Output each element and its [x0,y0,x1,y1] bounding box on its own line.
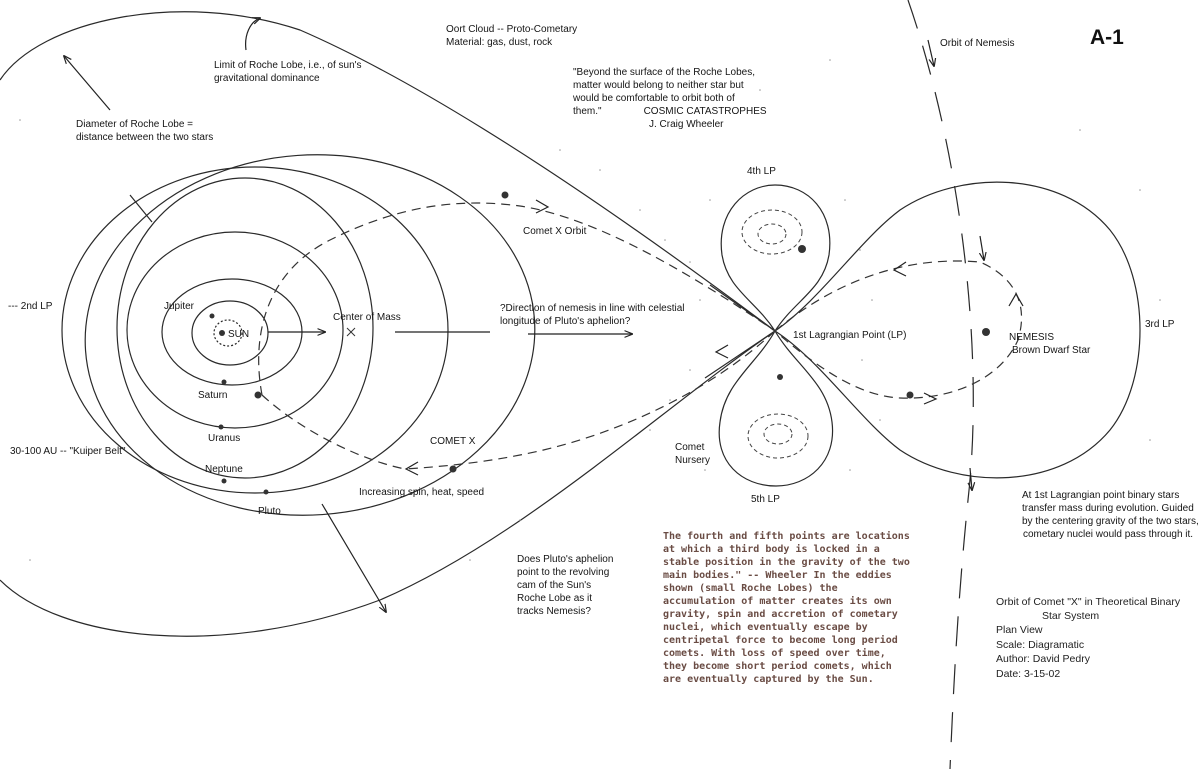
nemesis-orbit-comet-dot [906,391,914,399]
neptune-label: Neptune [205,464,243,475]
arrow-nemesis-bottom [923,392,938,405]
fourth-lp-dot [798,245,806,253]
increasing-spin-label: Increasing spin, heat, speed [359,487,485,498]
arrow-comet-lower [404,461,419,476]
arrow-lp-out [714,344,729,359]
comet-upper-dot [501,191,509,199]
orbit-neptune [116,177,374,479]
roche-diameter-label: Diameter of Roche Lobe = distance betwee… [76,119,214,143]
jupiter-label: Jupiter [164,301,195,312]
uranus-dot [218,424,224,430]
uranus-label: Uranus [208,433,241,444]
arrow-nemesis-orbit-mid [980,235,984,260]
first-lp-label: 1st Lagrangian Point (LP) [793,330,907,341]
sun-dot [219,330,225,336]
eddy-fifth-outer [747,413,809,459]
lagrange-line-lower [704,330,776,379]
fourth-lp-label: 4th LP [747,166,776,177]
comet-x-orbit-inner [261,394,406,470]
arrow-nemesis-right [1008,292,1024,307]
fifth-lp-label: 5th LP [751,494,780,505]
title-line-1: Orbit of Comet "X" in Theoretical Binary [996,596,1181,608]
comet-x-label: COMET X [430,436,476,447]
sun-label: SUN [228,329,250,340]
comet-nursery-label: Comet Nursery [675,442,711,466]
sheet-id: A-1 [1090,26,1124,49]
sun-roche-lobe [0,11,776,637]
eddy-fourth-outer [741,209,803,255]
arrow-diameter [64,56,111,111]
orbit-outer-roche [84,154,536,516]
pluto-dot [263,489,269,495]
mass-transfer-note: At 1st Lagrangian point binary stars tra… [1022,490,1199,540]
arrow-roche-limit [245,18,260,51]
comet-x-dot [449,465,457,473]
nemesis-dot [982,328,990,336]
orbit-of-nemesis-label: Orbit of Nemesis [940,38,1015,49]
saturn-label: Saturn [198,390,228,401]
orbit-jupiter [191,300,269,366]
roche-limit-label: Limit of Roche Lobe, i.e., of sun's grav… [214,60,362,84]
wheeler-quote: "Beyond the surface of the Roche Lobes, … [573,67,767,130]
fifth-lp-dot [777,374,783,380]
title-view: Plan View [996,624,1043,636]
dust-stipple [19,59,1161,561]
saturn-dot [221,379,227,385]
nemesis-label: NEMESIS Brown Dwarf Star [1009,332,1091,356]
orbit-pluto [61,166,449,494]
lagrange-eddies-note: The fourth and fifth points are location… [663,531,910,685]
pluto-label: Pluto [258,506,281,517]
direction-question-label: ?Direction of nemesis in line with celes… [500,303,685,327]
third-lp-label: 3rd LP [1145,319,1175,330]
fifth-lp-lobe [718,330,834,487]
arrow-comet-upper [535,199,550,214]
comet-x-orbit-lower [404,330,776,470]
eddy-fifth-inner [763,423,793,445]
nemesis-roche-lobe [774,181,1141,479]
title-author: Author: David Pedry [996,653,1090,665]
arrow-aphelion [321,503,386,612]
fourth-lp-lobe [720,184,831,332]
comet-x-orbit-nemesis [774,260,1023,399]
comet-x-orbit-label: Comet X Orbit [523,226,587,237]
roche-diameter-tick [129,194,153,223]
jupiter-dot [209,313,215,319]
arrow-nemesis-orbit-top [927,39,934,66]
pluto-aphelion-question: Does Pluto's aphelion point to the revol… [517,554,614,617]
orbit-uranus [126,231,344,429]
second-lp-label: --- 2nd LP [8,301,53,312]
comet-inner-dot [254,391,262,399]
title-block: Orbit of Comet "X" in Theoretical Binary… [996,596,1180,681]
kuiper-belt-label: 30-100 AU -- "Kuiper Belt" [10,446,126,457]
neptune-dot [221,478,227,484]
title-date: Date: 3-15-02 [996,667,1061,680]
arrow-nemesis-orbit-low [970,467,972,490]
orbit-inner [213,319,243,347]
title-line-2: Star System [1042,609,1100,622]
center-of-mass-label: Center of Mass [333,312,401,323]
nemesis-orbit-line [907,0,974,769]
arrow-nemesis-top [892,261,907,277]
comet-x-orbit-upper [258,202,776,396]
title-scale: Scale: Diagramatic [996,638,1085,651]
eddy-fourth-inner [757,223,787,245]
oort-cloud-label: Oort Cloud -- Proto-Cometary Material: g… [446,24,578,48]
center-of-mass-x2 [346,327,356,337]
